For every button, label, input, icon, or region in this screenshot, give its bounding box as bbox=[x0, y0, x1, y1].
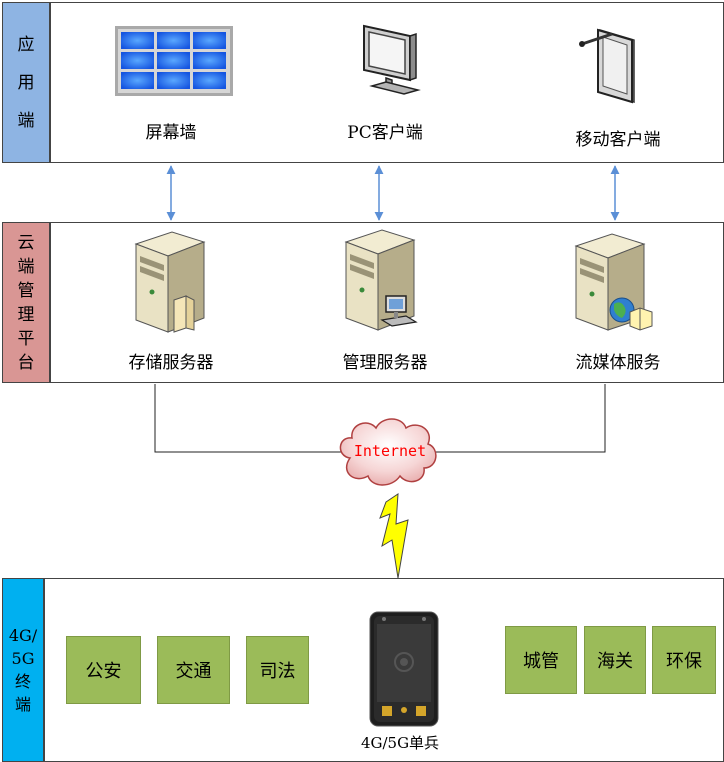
category-city-management: 城管 bbox=[505, 626, 577, 694]
terminal-layer-label: 4G/ 5G 终 端 bbox=[2, 578, 44, 762]
terminal-layer-label-char-4: 端 bbox=[14, 695, 31, 714]
management-server-label: 管理服务器 bbox=[342, 353, 428, 373]
streaming-server-icon bbox=[574, 233, 653, 331]
terminal-layer-label-char-1: 4G/ bbox=[8, 626, 38, 645]
cloud-layer-label-char-6: 台 bbox=[17, 352, 35, 373]
link-streaming-internet bbox=[430, 384, 606, 453]
mobile-client-label: 移动客户端 bbox=[575, 130, 661, 150]
cloud-icon bbox=[339, 418, 437, 486]
app-layer-label-char-3: 端 bbox=[17, 110, 35, 131]
cloud-layer-label-char-2: 端 bbox=[17, 256, 35, 277]
internet-label: Internet bbox=[353, 442, 427, 460]
category-customs: 海关 bbox=[584, 626, 646, 694]
handheld-device-label: 4G/5G单兵 bbox=[360, 734, 440, 752]
storage-server-icon bbox=[134, 231, 206, 333]
cloud-layer-label-char-5: 平 bbox=[17, 328, 35, 349]
cloud-layer-label-char-1: 云 bbox=[17, 232, 35, 253]
category-traffic: 交通 bbox=[157, 636, 230, 704]
cloud-layer-label-char-4: 理 bbox=[17, 304, 35, 325]
pc-client-label: PC客户端 bbox=[347, 123, 423, 143]
category-judicial: 司法 bbox=[246, 636, 309, 704]
cloud-layer-label-char-3: 管 bbox=[17, 280, 35, 301]
terminal-layer-label-char-3: 终 bbox=[14, 672, 31, 691]
video-wall-icon bbox=[115, 26, 233, 96]
streaming-server-label: 流媒体服务 bbox=[575, 353, 661, 373]
storage-server-label: 存储服务器 bbox=[128, 353, 214, 373]
management-server-icon bbox=[344, 229, 418, 331]
pc-monitor-icon bbox=[363, 24, 421, 95]
category-public-security: 公安 bbox=[66, 636, 141, 704]
video-wall-label: 屏幕墙 bbox=[145, 123, 197, 143]
terminal-layer-label-char-2: 5G bbox=[11, 649, 35, 668]
link-storage-internet bbox=[154, 384, 352, 453]
app-layer-label: 应 用 端 bbox=[2, 2, 50, 163]
tablet-icon bbox=[579, 28, 635, 104]
app-layer-label-char-2: 用 bbox=[17, 72, 35, 93]
app-layer-label-char-1: 应 bbox=[17, 34, 35, 55]
category-environmental: 环保 bbox=[652, 626, 716, 694]
cloud-layer-label: 云 端 管 理 平 台 bbox=[2, 222, 50, 383]
lightning-bolt-icon bbox=[379, 493, 409, 579]
handheld-device-icon bbox=[369, 611, 439, 727]
